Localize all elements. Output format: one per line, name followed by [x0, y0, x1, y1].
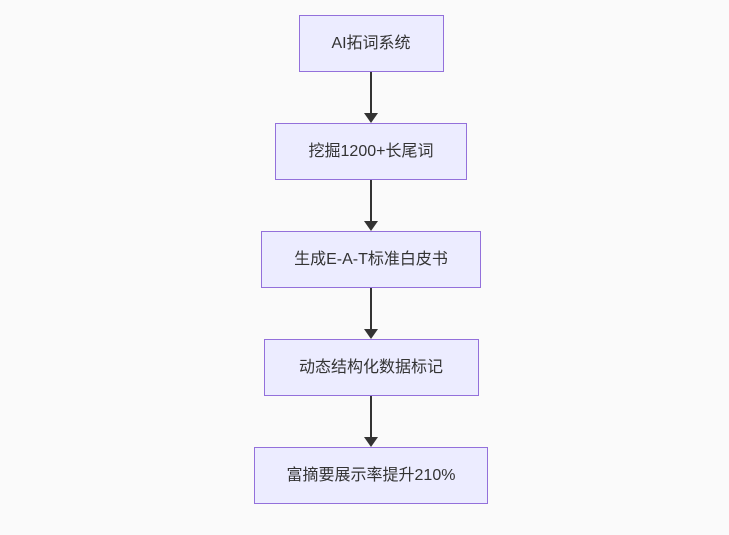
flow-node-ai-keyword-system: AI拓词系统 — [298, 15, 444, 72]
arrow-line — [370, 396, 372, 438]
flow-node-structured-data: 动态结构化数据标记 — [263, 339, 479, 396]
arrow-line — [370, 288, 372, 330]
arrow-down-icon — [364, 221, 378, 231]
flowchart: AI拓词系统 挖掘1200+长尾词 生成E-A-T标准白皮书 动态结构化数据标记 — [254, 15, 488, 504]
flow-node-eat-whitepaper: 生成E-A-T标准白皮书 — [261, 231, 481, 288]
arrow-line — [370, 72, 372, 114]
arrow-line — [370, 180, 372, 222]
flow-node-label: AI拓词系统 — [331, 34, 411, 52]
arrow-down-icon — [364, 113, 378, 123]
arrow-connector — [364, 396, 378, 447]
arrow-connector — [364, 72, 378, 123]
arrow-down-icon — [364, 437, 378, 447]
arrow-connector — [364, 180, 378, 231]
flow-node-label: 挖掘1200+长尾词 — [308, 142, 434, 160]
arrow-down-icon — [364, 329, 378, 339]
arrow-connector — [364, 288, 378, 339]
flow-node-rich-snippet-result: 富摘要展示率提升210% — [254, 447, 488, 504]
flow-node-label: 富摘要展示率提升210% — [286, 466, 456, 484]
flow-node-label: 生成E-A-T标准白皮书 — [294, 250, 448, 268]
flow-node-label: 动态结构化数据标记 — [298, 358, 443, 376]
flow-node-longtail-mining: 挖掘1200+长尾词 — [275, 123, 467, 180]
